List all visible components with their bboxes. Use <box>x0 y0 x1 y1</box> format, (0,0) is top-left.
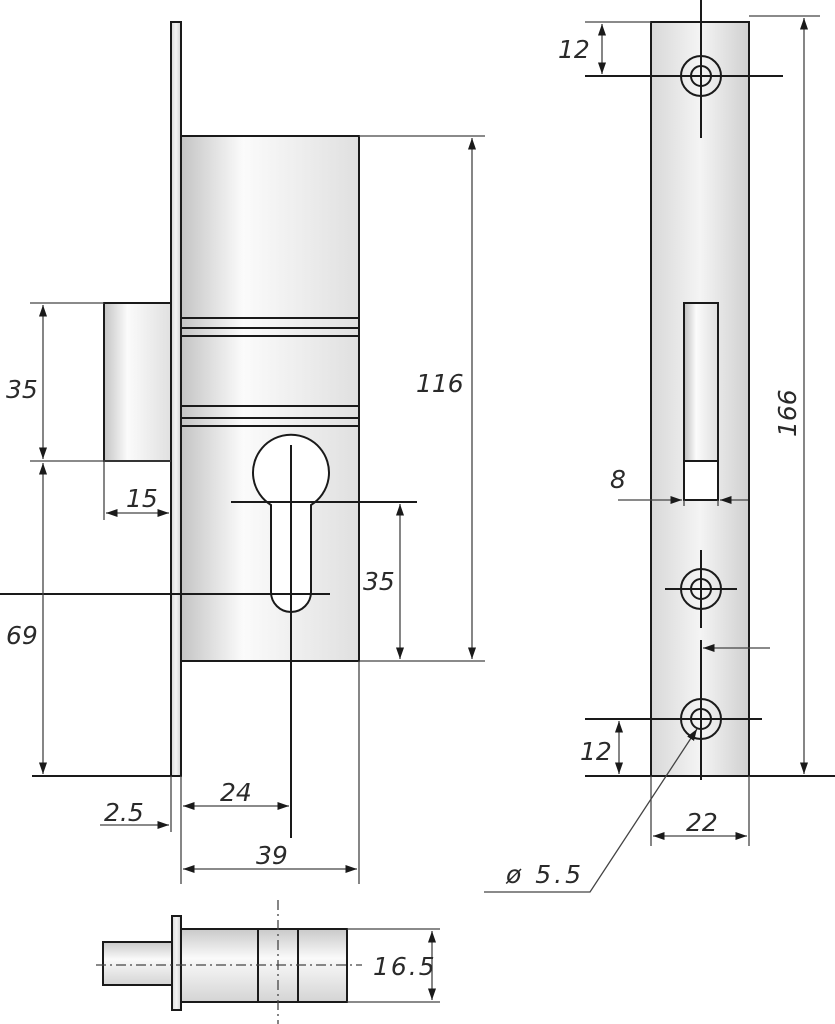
screw-hole-top <box>585 0 783 138</box>
label-bolt-projection: 15 <box>126 484 158 513</box>
label-bolt-height: 35 <box>6 375 38 404</box>
faceplate-edge <box>170 21 182 777</box>
label-bottom-hole-offset: 12 <box>580 737 612 766</box>
screw-hole-middle <box>665 550 737 628</box>
deadbolt <box>103 302 172 462</box>
label-faceplate-width: 22 <box>686 808 718 837</box>
label-cylinder-center-height: 69 <box>6 621 38 650</box>
front-view: 12 12 8 22 ø 5.5 166 <box>484 0 835 893</box>
label-top-hole-offset: 12 <box>558 35 590 64</box>
case-grooves <box>181 317 359 427</box>
screw-hole-bottom <box>585 640 762 780</box>
bottom-bolt <box>102 941 173 986</box>
label-hole-diameter: ø 5.5 <box>505 860 584 889</box>
label-case-depth: 39 <box>256 841 288 870</box>
side-view: 116 35 35 69 15 2.5 24 39 <box>0 21 485 884</box>
label-cylinder-spacing: 35 <box>363 567 395 596</box>
bottom-faceplate <box>171 915 182 1011</box>
label-case-height: 116 <box>416 369 464 398</box>
bottom-view: 16.5 <box>96 900 440 1024</box>
dim-leader-hole-diameter <box>484 728 698 893</box>
label-faceplate-thickness: 2.5 <box>104 798 144 827</box>
label-backset: 24 <box>220 778 252 807</box>
label-slot-width: 8 <box>610 465 626 494</box>
label-faceplate-length: 166 <box>773 389 802 437</box>
label-body-thickness: 16.5 <box>373 952 437 981</box>
bolt-slot <box>683 302 719 501</box>
